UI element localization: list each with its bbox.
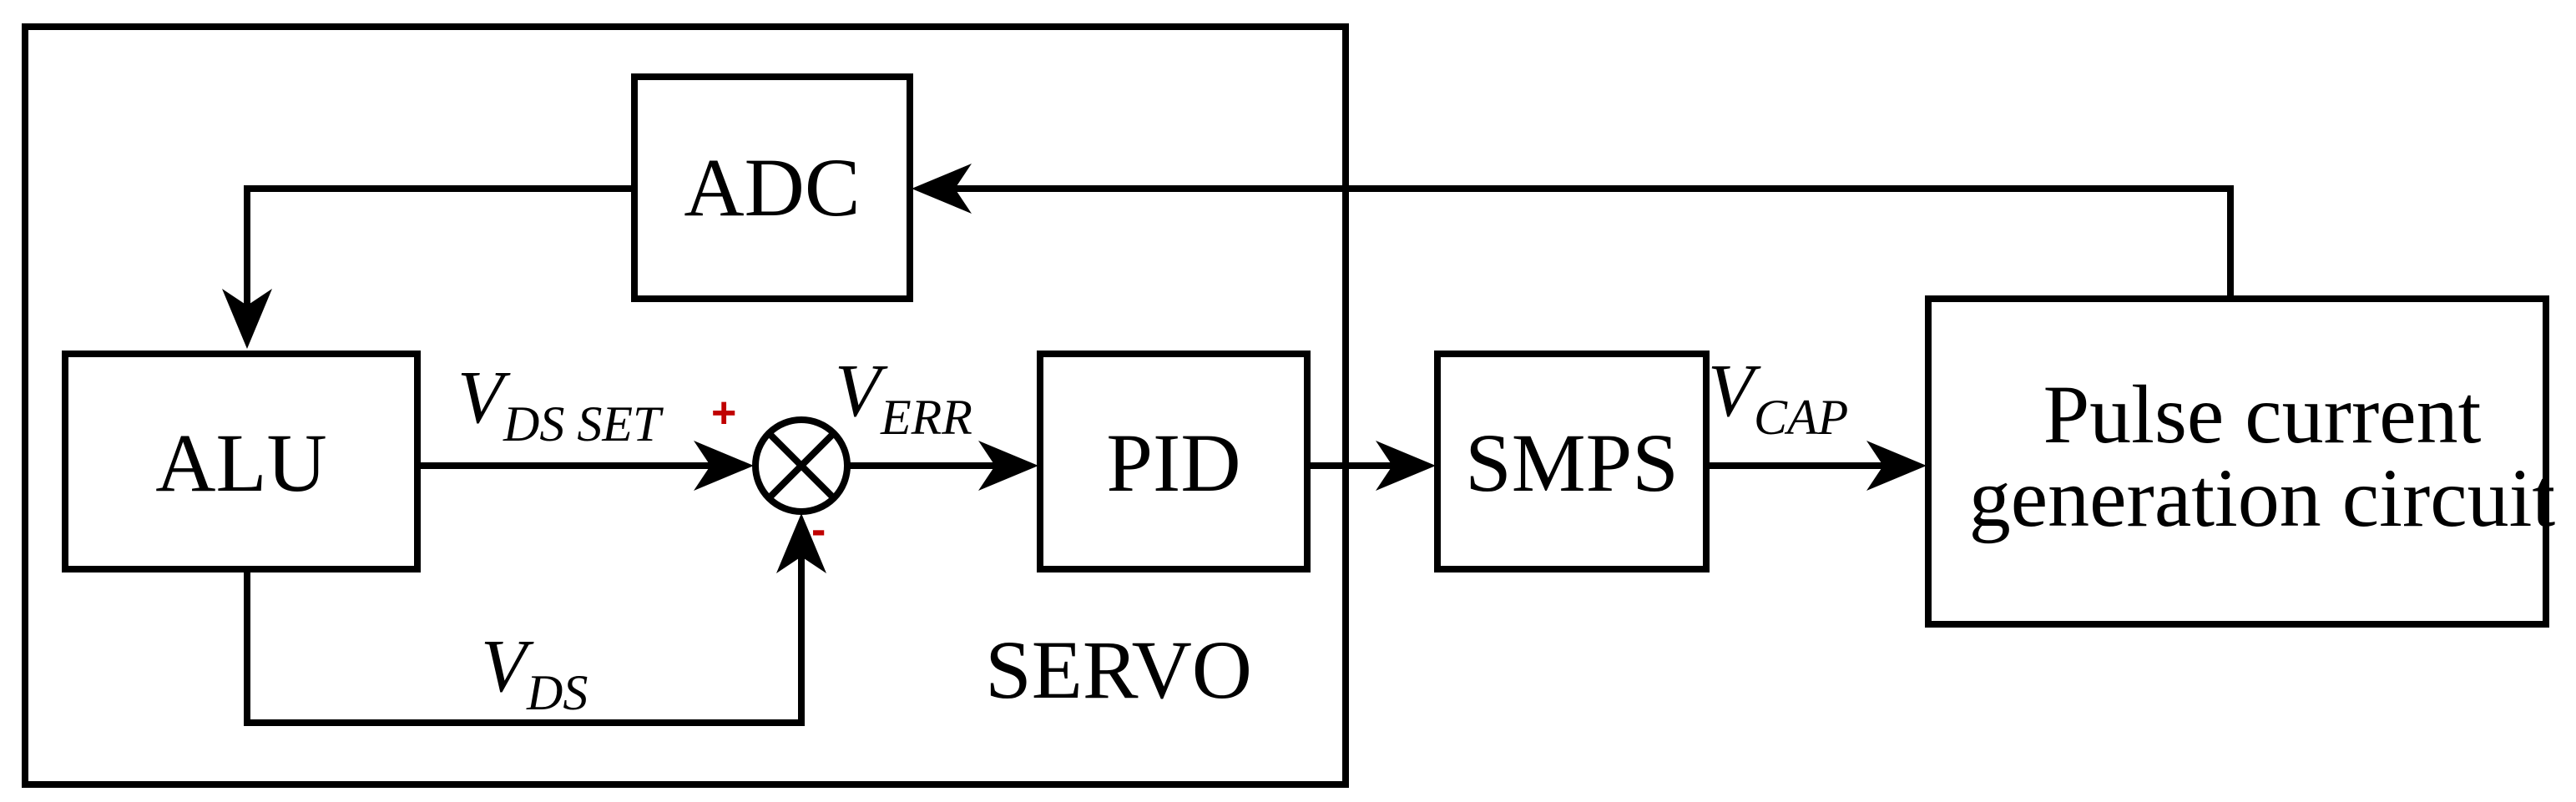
pid-block	[1037, 351, 1311, 572]
adc-to-alu-arrowhead	[222, 289, 272, 349]
adc-block	[631, 73, 913, 302]
smps-block	[1434, 351, 1710, 572]
adc-label: ADC	[684, 141, 860, 234]
vcap-arrowhead	[1866, 441, 1927, 491]
pulse-current-label-line2: generation circuit	[1969, 451, 2556, 544]
servo-frame	[22, 23, 1349, 788]
pulse-current-block	[1925, 295, 2549, 628]
pid-to-smps-arrowhead	[1376, 441, 1436, 491]
alu-label: ALU	[155, 416, 327, 509]
vds-set-label: VDS SET	[457, 356, 664, 451]
vds-feedback-arrowhead	[776, 513, 826, 573]
summing-junction	[752, 416, 851, 515]
pulse-current-label-line1: Pulse current	[2043, 368, 2482, 461]
vcap-label: VCAP	[1708, 350, 1848, 445]
vds-label: VDS	[481, 625, 588, 720]
servo-label: SERVO	[985, 623, 1252, 716]
vds-set-subscript: DS SET	[503, 396, 664, 451]
vds-set-arrowhead	[694, 441, 754, 491]
pid-label: PID	[1106, 416, 1240, 509]
pulse-to-adc-wire	[948, 185, 2234, 299]
plus-sign: +	[711, 389, 736, 437]
minus-sign: -	[811, 506, 826, 554]
verr-symbol: V	[835, 350, 888, 432]
vcap-symbol: V	[1708, 350, 1761, 432]
vds-feedback-wire	[244, 551, 805, 726]
adc-to-alu-wire	[244, 185, 634, 314]
pulse-to-adc-arrowhead	[912, 164, 972, 214]
verr-subscript: ERR	[880, 390, 972, 445]
smps-label: SMPS	[1465, 416, 1679, 509]
vcap-subscript: CAP	[1754, 390, 1848, 445]
vds-symbol: V	[481, 625, 534, 708]
vds-set-symbol: V	[457, 356, 511, 439]
verr-label: VERR	[835, 350, 972, 445]
alu-block	[62, 351, 421, 572]
verr-arrowhead	[978, 441, 1038, 491]
vds-subscript: DS	[526, 665, 588, 720]
